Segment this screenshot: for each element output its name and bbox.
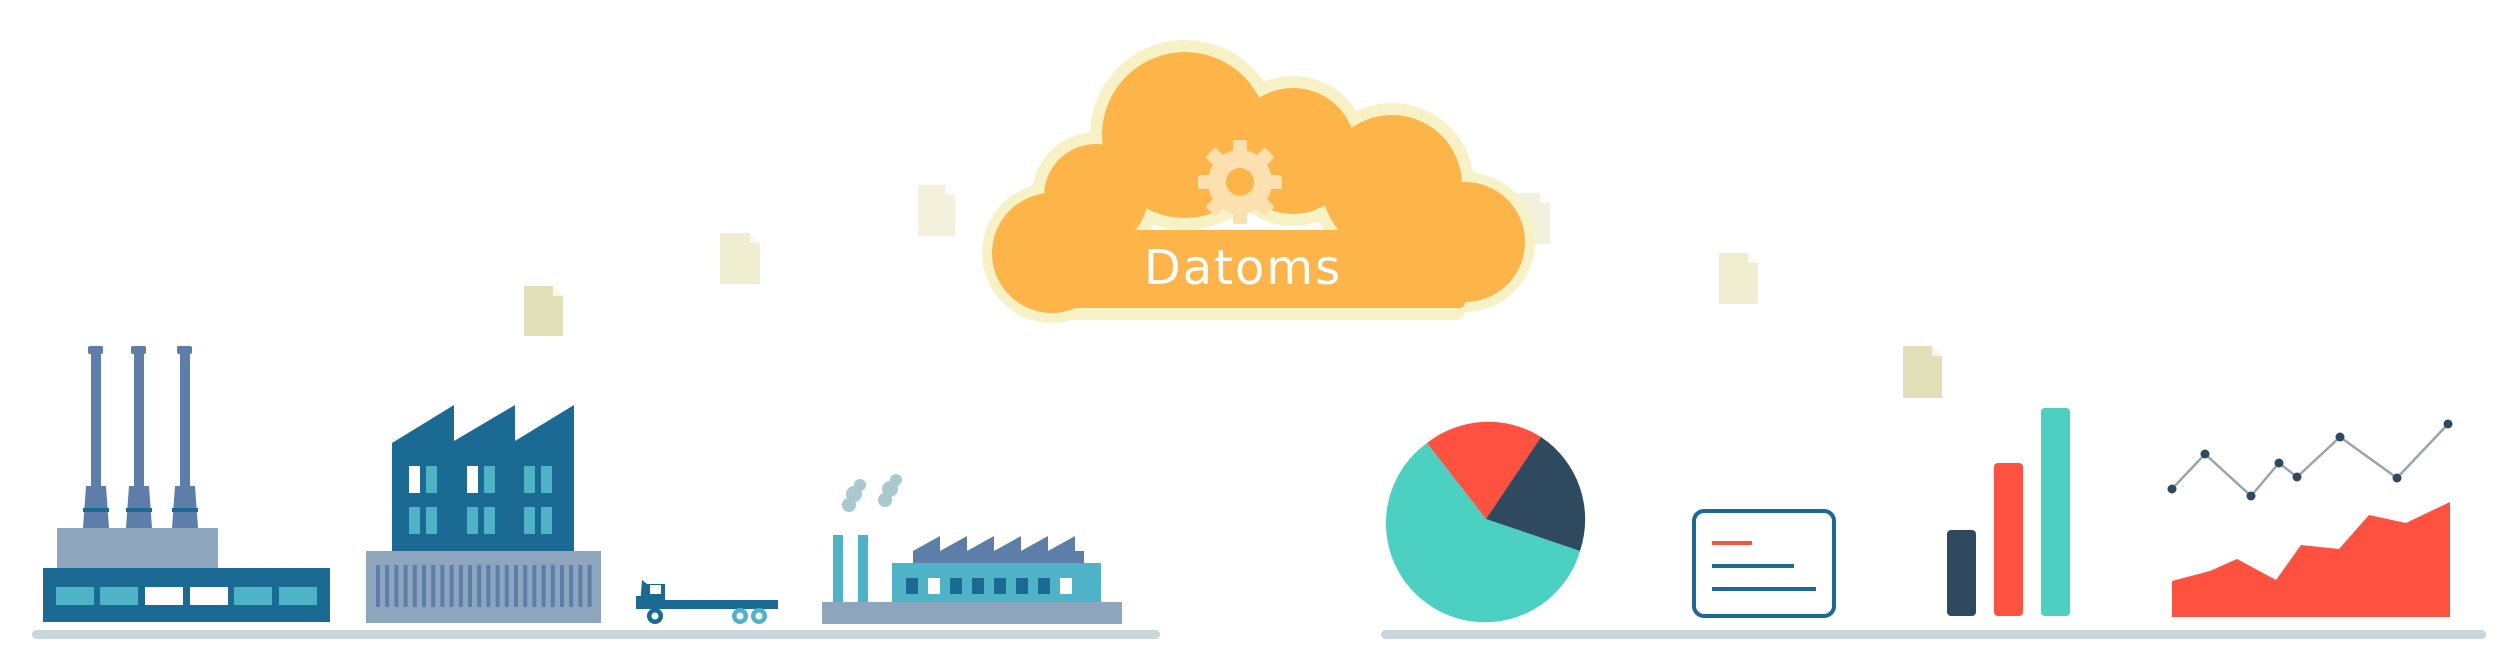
document-icon — [720, 233, 760, 284]
factory-stripe — [495, 565, 500, 607]
brand-name: Datoms — [1144, 240, 1342, 296]
factory-stripe — [486, 565, 491, 607]
factory-stripe — [587, 565, 592, 607]
factory-stripe — [550, 565, 555, 607]
factory-stripe — [449, 565, 454, 607]
factory-stripe — [394, 565, 399, 607]
factory-stripe — [569, 565, 574, 607]
document-icon — [918, 185, 955, 236]
document-icon — [1719, 253, 1758, 304]
factory-stripe — [458, 565, 463, 607]
factory-stripe — [422, 565, 426, 607]
right-ground-line — [1381, 630, 2486, 639]
factory-stripe — [468, 565, 472, 607]
factory-icon — [366, 405, 601, 623]
factory-stripe — [514, 565, 518, 607]
factory-stripe — [376, 565, 380, 607]
manufacturing-plant-icon — [822, 474, 1122, 624]
factory-stripe — [541, 565, 546, 607]
factory-stripe — [504, 565, 509, 607]
factory-stripe — [578, 565, 583, 607]
factory-stripe — [560, 565, 564, 607]
bar-chart-icon — [1947, 408, 2070, 616]
factory-stripe — [412, 565, 417, 607]
factory-stripe — [523, 565, 528, 607]
pie-chart-icon — [1385, 421, 1586, 623]
document-icon — [1903, 346, 1942, 398]
gear-icon — [1198, 140, 1282, 224]
report-card-icon — [1692, 509, 1836, 618]
truck-icon — [636, 580, 778, 624]
factory-stripe — [440, 565, 445, 607]
factory-stripe — [477, 565, 482, 607]
factory-stripe — [431, 565, 436, 607]
left-ground-line — [32, 630, 1160, 639]
power-plant-icon — [43, 346, 330, 622]
factory-stripe — [385, 565, 390, 607]
document-icon — [524, 286, 563, 336]
factory-stripe — [532, 565, 537, 607]
area-line-chart-icon — [2167, 419, 2453, 617]
factory-stripe — [403, 565, 408, 607]
